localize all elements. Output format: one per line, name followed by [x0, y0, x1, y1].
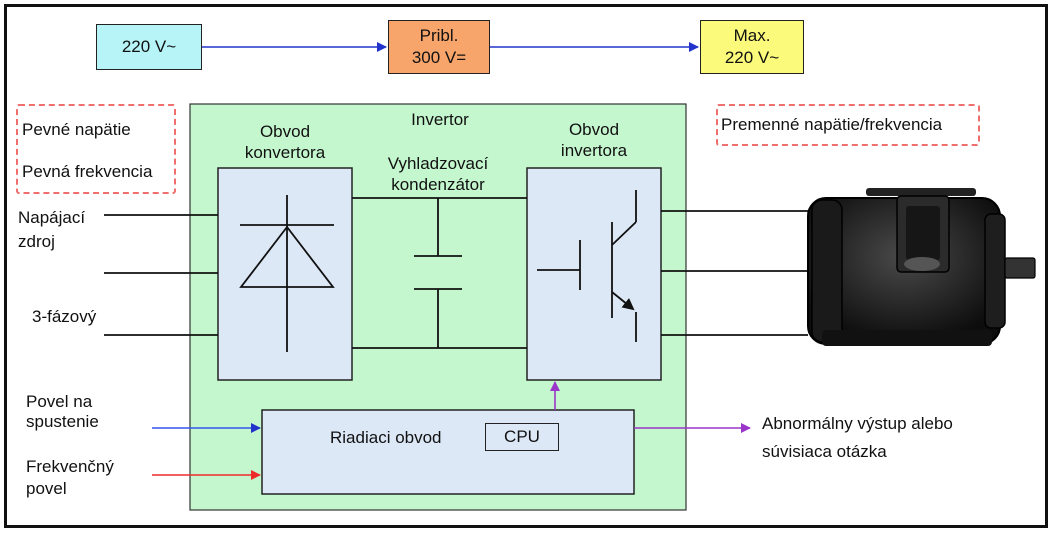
converter-label-2: konvertora	[244, 143, 326, 162]
input-note-box	[16, 104, 176, 194]
output-note-text: Premenné napätie/frekvencia	[721, 115, 943, 134]
capacitor-icon	[414, 198, 462, 348]
output-note-box	[716, 104, 980, 146]
dc-voltage-box: Pribl. 300 V=	[388, 20, 490, 74]
dc-voltage-label-1: Pribl.	[419, 26, 459, 45]
cpu-label: CPU	[504, 427, 540, 446]
capacitor-label-2: kondenzátor	[391, 175, 485, 194]
igbt-icon	[537, 190, 637, 342]
converter-label-1: Obvod	[259, 122, 311, 141]
dc-voltage-label-2: 300 V=	[411, 48, 467, 67]
inverter-title: Invertor	[411, 110, 469, 129]
input-note-line-1: Pevné napätie	[22, 120, 131, 139]
output-voltage-label-2: 220 V~	[724, 48, 780, 67]
abnormal-output-label-1: Abnormálny výstup alebo	[762, 414, 953, 433]
inverter-circuit-label-1: Obvod	[568, 120, 620, 139]
supply-phase-label: 3-fázový	[32, 307, 97, 326]
capacitor-label-1: Vyhladzovací	[387, 154, 489, 173]
output-voltage-label-1: Max.	[733, 26, 771, 45]
freq-command-label-2: povel	[26, 479, 67, 498]
input-note-line-2: Pevná frekvencia	[22, 162, 153, 181]
input-voltage-box: 220 V~	[96, 24, 202, 70]
control-circuit-box	[261, 409, 635, 495]
start-command-label-2: spustenie	[26, 412, 99, 431]
start-command-label-1: Povel na	[26, 392, 93, 411]
freq-command-label-1: Frekvenčný	[26, 457, 114, 476]
supply-label-1: Napájací	[18, 208, 86, 227]
diode-icon	[239, 195, 335, 352]
abnormal-output-label-2: súvisiaca otázka	[762, 442, 887, 461]
supply-label-2: zdroj	[18, 232, 55, 251]
cpu-box: CPU	[485, 423, 559, 451]
input-voltage-label: 220 V~	[121, 37, 177, 56]
inverter-circuit-box	[526, 167, 662, 381]
output-voltage-box: Max. 220 V~	[700, 20, 804, 74]
converter-box	[217, 167, 353, 381]
control-label: Riadiaci obvod	[330, 428, 442, 447]
inverter-circuit-label-2: invertora	[560, 141, 628, 160]
motor-icon	[807, 188, 1036, 346]
